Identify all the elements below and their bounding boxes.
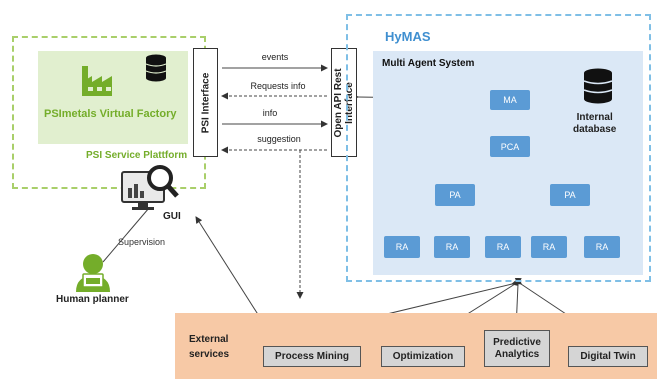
service-process-mining: Process Mining (263, 346, 361, 367)
virtual-factory-label: PSImetals Virtual Factory (44, 108, 177, 120)
flow-suggestion-label: suggestion (257, 134, 301, 144)
mas-title: Multi Agent System (382, 58, 475, 69)
hymas-container (346, 14, 651, 282)
gui-label: GUI (163, 211, 181, 222)
external-services-label: External services (189, 334, 230, 360)
agent-pca: PCA (490, 136, 530, 157)
internal-database-icon (583, 68, 613, 104)
api-interface-bar: Open API Rest Interface (331, 48, 357, 157)
agent-pa-right: PA (550, 184, 590, 206)
agent-ra-3: RA (485, 236, 521, 258)
agent-ma: MA (490, 90, 530, 110)
hymas-title: HyMAS (385, 29, 431, 44)
service-predictive-analytics: Predictive Analytics (484, 330, 550, 367)
human-planner-label: Human planner (56, 294, 129, 305)
factory-icon (82, 66, 112, 96)
psi-platform-label: PSI Service Plattform (86, 150, 188, 161)
internal-database-label: Internal database (573, 112, 617, 135)
agent-ra-1: RA (384, 236, 420, 258)
database-icon (145, 54, 167, 82)
agent-pa-left: PA (435, 184, 475, 206)
supervision-label: Supervision (118, 237, 166, 247)
flow-info-label: info (262, 108, 278, 118)
service-optimization: Optimization (381, 346, 465, 367)
gui-monitor-icon (121, 165, 179, 210)
flow-requests-label: Requests info (250, 81, 306, 91)
agent-ra-5: RA (584, 236, 620, 258)
flow-events-label: events (261, 52, 289, 62)
psi-interface-bar: PSI Interface (193, 48, 218, 157)
agent-ra-2: RA (434, 236, 470, 258)
agent-ra-4: RA (531, 236, 567, 258)
service-digital-twin: Digital Twin (568, 346, 648, 367)
psi-interface-label: PSI Interface (200, 72, 211, 133)
human-planner-icon (76, 254, 110, 292)
